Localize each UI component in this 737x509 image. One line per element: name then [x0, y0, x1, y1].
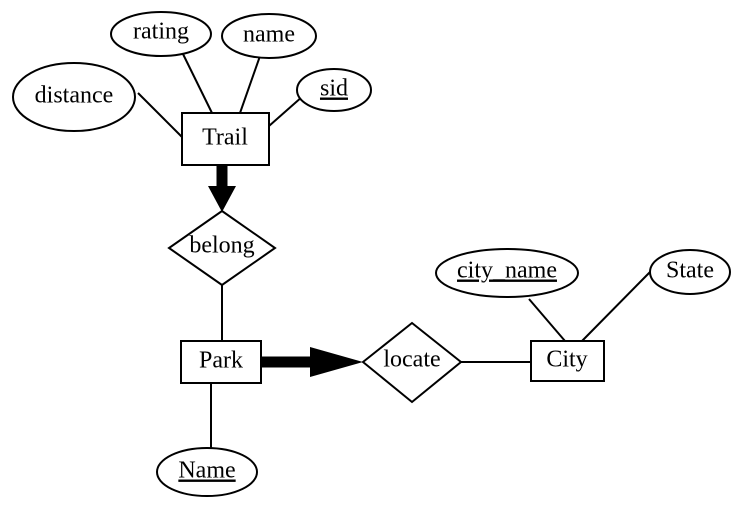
relationship-belong-diamond — [167, 209, 277, 287]
edge-trail-rating — [181, 51, 213, 114]
arrow-park-locate-head — [310, 347, 363, 377]
arrow-trail-belong-head — [208, 186, 236, 212]
attribute-city-name-label: city_name — [457, 258, 557, 284]
edge-trail-sid — [268, 95, 304, 127]
entity-city-label: City — [546, 347, 587, 373]
entity-trail-label: Trail — [202, 125, 248, 151]
attribute-distance-ellipse — [12, 62, 136, 132]
attribute-sid: sid — [296, 68, 372, 112]
attribute-city-name-ellipse — [435, 248, 579, 298]
edge-city-state — [581, 270, 652, 342]
edge-trail-name — [239, 55, 261, 114]
relationship-locate-label: locate — [383, 347, 440, 373]
attribute-state-label: State — [666, 258, 714, 284]
attribute-rating-label: rating — [133, 19, 189, 45]
entity-trail-box — [181, 112, 270, 166]
attribute-park-name-label: Name — [178, 458, 235, 484]
entity-park: Park — [180, 340, 262, 384]
attribute-state-ellipse — [649, 249, 731, 295]
relationship-locate: locate — [361, 321, 463, 404]
attribute-name-label: name — [243, 22, 295, 48]
attribute-name: name — [221, 13, 317, 59]
edge-city-cityname — [528, 298, 566, 342]
attribute-sid-label: sid — [320, 76, 348, 102]
attribute-sid-ellipse — [296, 68, 372, 112]
relationship-locate-diamond — [361, 321, 463, 404]
attribute-park-name: Name — [156, 447, 258, 497]
attribute-distance: distance — [12, 62, 136, 132]
connectors — [137, 51, 652, 451]
relationship-belong-label: belong — [189, 233, 254, 259]
attribute-rating-ellipse — [110, 11, 212, 57]
attribute-distance-label: distance — [35, 83, 114, 109]
attribute-park-name-ellipse — [156, 447, 258, 497]
attribute-state: State — [649, 249, 731, 295]
entity-park-label: Park — [199, 348, 243, 374]
relationship-belong: belong — [167, 209, 277, 287]
entity-city-box — [530, 340, 605, 382]
edge-trail-distance — [137, 92, 183, 138]
entity-park-box — [180, 340, 262, 384]
entity-trail: Trail — [181, 112, 270, 166]
entity-city: City — [530, 340, 605, 382]
attribute-name-ellipse — [221, 13, 317, 59]
attribute-city-name: city_name — [435, 248, 579, 298]
attribute-rating: rating — [110, 11, 212, 57]
